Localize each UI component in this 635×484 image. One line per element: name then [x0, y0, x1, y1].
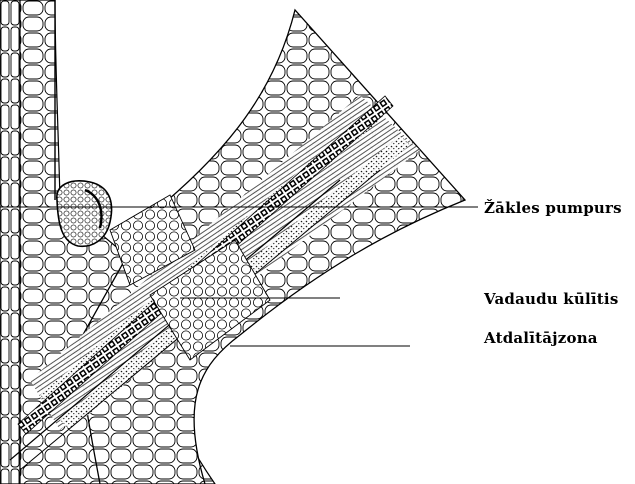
- label-abscission-zone: Atdalītājzona: [484, 329, 598, 347]
- axillary-bud: [57, 181, 112, 246]
- label-bud: Žākles pumpurs: [484, 199, 622, 217]
- label-vascular-bundle: Vadaudu kūlītis: [484, 290, 618, 308]
